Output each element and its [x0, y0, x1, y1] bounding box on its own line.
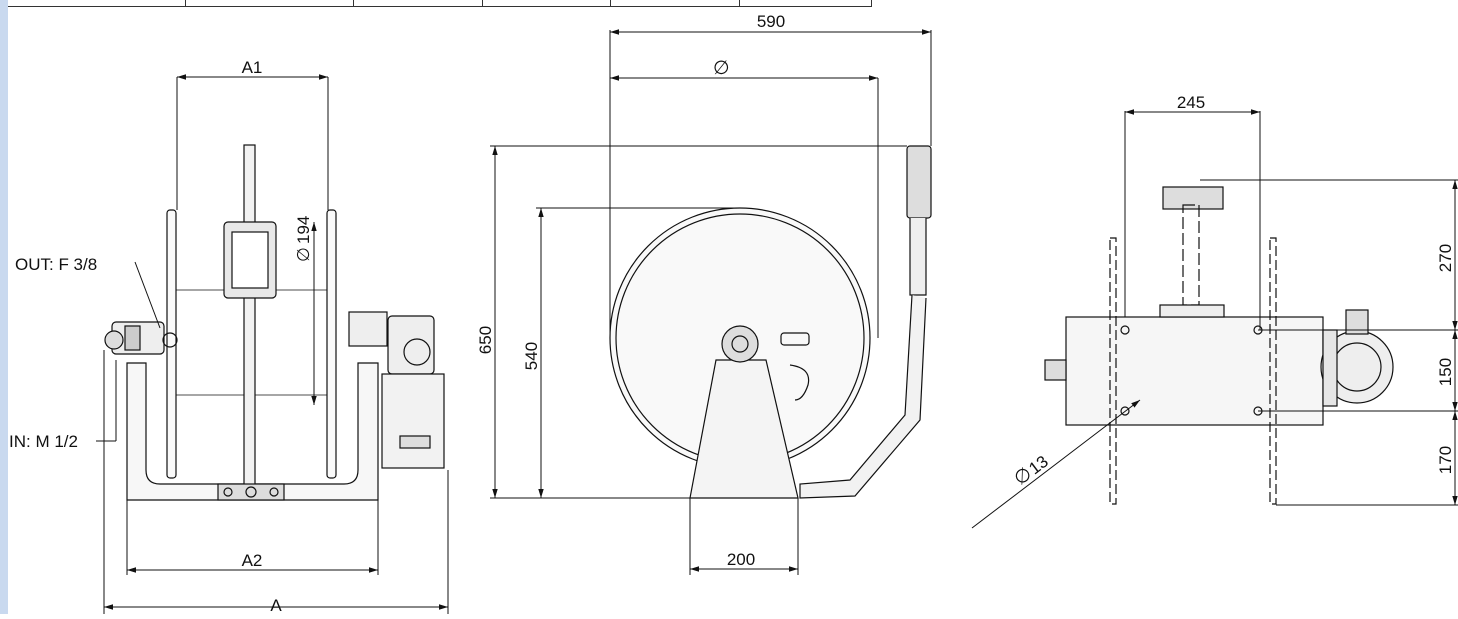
crank-arm [799, 294, 927, 499]
left-edge-band [0, 0, 8, 614]
left-flange [166, 209, 177, 479]
dim-194-label: 194 [294, 216, 313, 244]
guide-top [1162, 186, 1224, 210]
side-view-dimensions [96, 74, 449, 614]
guide-arm [243, 144, 256, 486]
dim-270-label: 270 [1436, 244, 1455, 272]
dim-540-label: 540 [522, 342, 541, 370]
top-view-dimensions [971, 109, 1458, 529]
dim-150-label: 150 [1436, 358, 1455, 386]
dim-170-label: 170 [1436, 446, 1455, 474]
motor-box [348, 311, 388, 347]
base-plate [1065, 316, 1324, 426]
reel-hub [721, 325, 759, 363]
dim-650-label: 650 [476, 326, 495, 354]
diameter-symbol-570: ∅ [713, 58, 730, 79]
front-view-dimensions [490, 29, 932, 575]
front-view [609, 145, 932, 499]
right-flange [326, 209, 337, 479]
bottom-mount [217, 483, 285, 501]
top-view [1044, 186, 1394, 505]
label-out-port: OUT: F 3/8 [15, 255, 97, 274]
dim-245-label: 245 [1177, 93, 1205, 112]
dim-590-label: 590 [757, 12, 785, 31]
dim-200-label: 200 [727, 550, 755, 569]
dim-a-label: A [270, 596, 282, 614]
label-in-port: IN: M 1/2 [9, 432, 78, 451]
reel-base-frame [126, 362, 379, 501]
crank-handle [906, 145, 932, 219]
diameter-symbol: ∅ [294, 247, 313, 262]
dim-a2-label: A2 [242, 551, 263, 570]
dim-a1-label: A1 [242, 58, 263, 77]
side-view [104, 144, 445, 501]
table-bottom-edge [8, 0, 872, 7]
